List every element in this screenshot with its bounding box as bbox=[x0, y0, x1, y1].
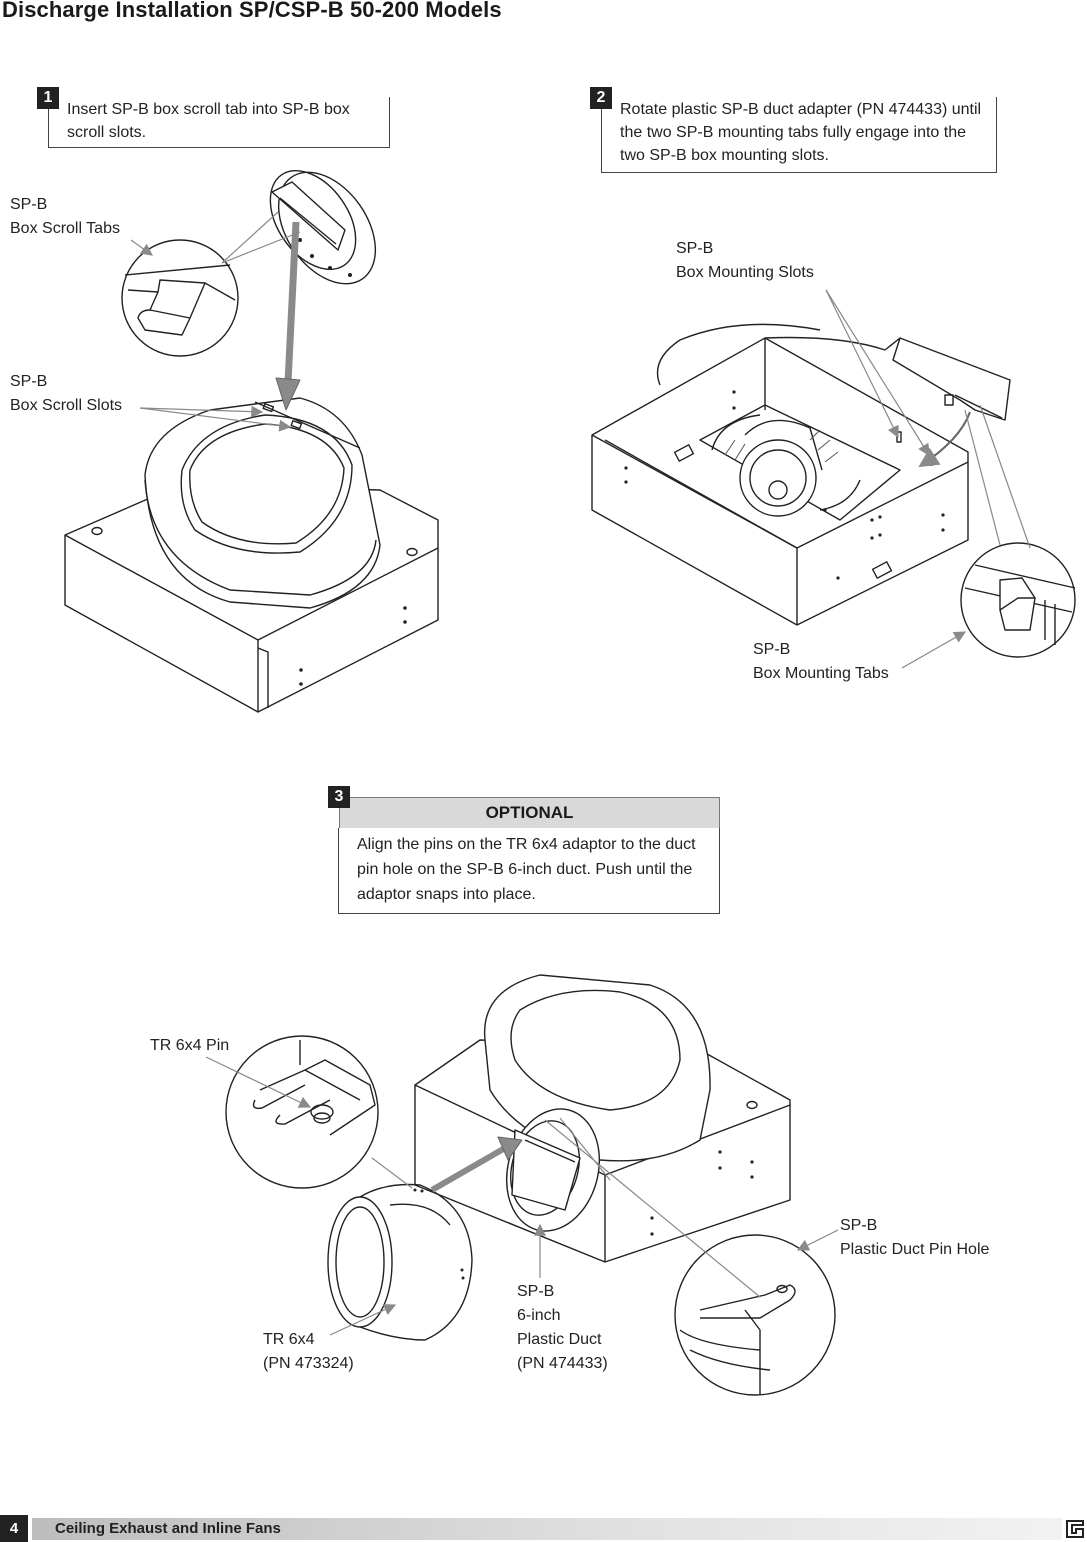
label-tr-adaptor: TR 6x4 (PN 473324) bbox=[263, 1331, 354, 1372]
figure-1-duct-adapter bbox=[269, 169, 377, 285]
step-1-box: Insert SP-B box scroll tab into SP-B box… bbox=[48, 97, 390, 148]
step-1-text: Insert SP-B box scroll tab into SP-B box… bbox=[67, 101, 350, 141]
page-footer: 4 Ceiling Exhaust and Inline Fans bbox=[0, 1515, 1087, 1542]
label-box-mounting-tabs: SP-B Box Mounting Tabs bbox=[753, 641, 889, 682]
detail-circle-scroll-tab bbox=[121, 239, 239, 357]
figure-1-fan-box bbox=[64, 397, 439, 713]
optional-header: OPTIONAL bbox=[339, 797, 720, 829]
page-number: 4 bbox=[0, 1515, 28, 1542]
page-title: Discharge Installation SP/CSP-B 50-200 M… bbox=[2, 0, 502, 22]
figure-3-tr-adaptor bbox=[327, 1183, 473, 1341]
footer-bar bbox=[32, 1518, 1062, 1540]
label-box-scroll-tabs: SP-B Box Scroll Tabs bbox=[10, 196, 120, 237]
footer-text: Ceiling Exhaust and Inline Fans bbox=[55, 1520, 281, 1537]
step-2-box: Rotate plastic SP-B duct adapter (PN 474… bbox=[601, 97, 997, 173]
label-box-scroll-slots: SP-B Box Scroll Slots bbox=[10, 373, 123, 414]
label-plastic-duct-pin-hole: SP-B Plastic Duct Pin Hole bbox=[840, 1217, 990, 1258]
step-3-box: Align the pins on the TR 6x4 adaptor to … bbox=[338, 828, 720, 914]
label-box-mounting-slots: SP-B Box Mounting Slots bbox=[676, 240, 814, 281]
step-1-number: 1 bbox=[37, 87, 59, 109]
label-six-inch-duct: SP-B 6-inch Plastic Duct (PN 474433) bbox=[517, 1283, 608, 1372]
detail-circle-duct-pin-hole bbox=[674, 1234, 836, 1396]
step-2-text: Rotate plastic SP-B duct adapter (PN 474… bbox=[620, 101, 982, 164]
detail-circle-mounting-tab bbox=[960, 542, 1076, 658]
greenheck-logo-icon bbox=[1066, 1520, 1084, 1538]
figure-2-fan-box bbox=[591, 323, 1011, 626]
step-3-number: 3 bbox=[328, 786, 350, 808]
detail-circle-tr-pin bbox=[225, 1035, 379, 1189]
step-2-number: 2 bbox=[590, 87, 612, 109]
label-tr-pin: TR 6x4 Pin bbox=[150, 1037, 230, 1054]
step-3-text: Align the pins on the TR 6x4 adaptor to … bbox=[357, 836, 696, 903]
figure-3-fan-box bbox=[414, 974, 791, 1263]
